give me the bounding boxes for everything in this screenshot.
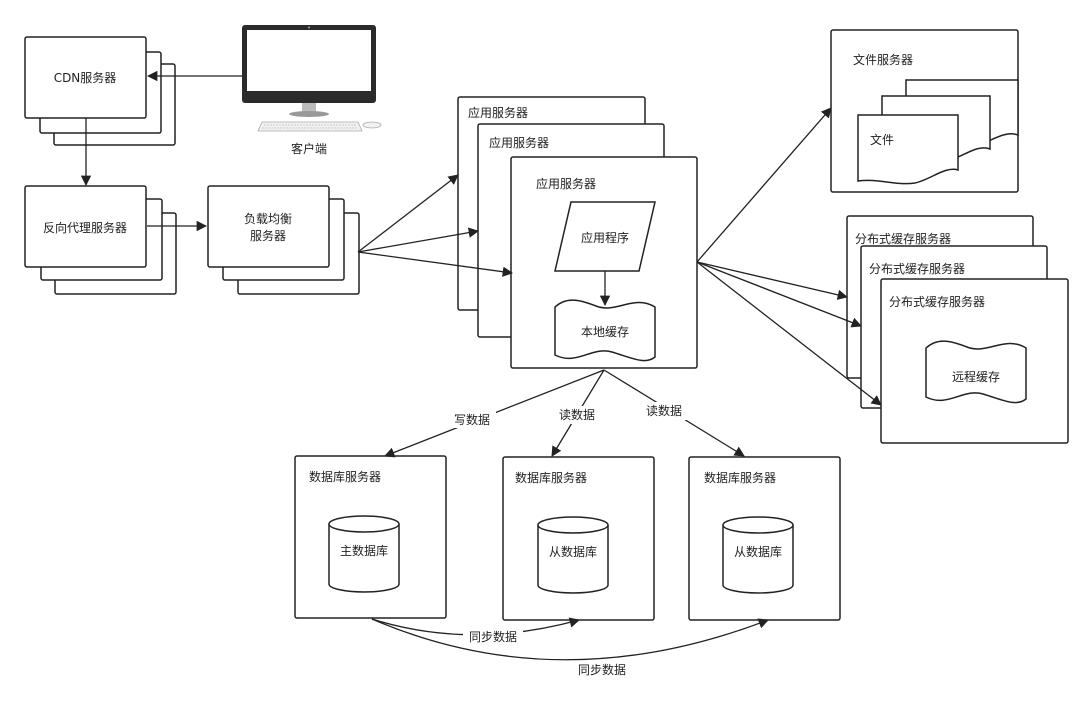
local-cache-label: 本地缓存: [581, 325, 629, 339]
edge-lb-app-middle: [357, 227, 480, 253]
slave2-db-label: 从数据库: [734, 544, 782, 559]
client-label: 客户端: [291, 141, 327, 156]
edge-app-file-server: [696, 107, 832, 263]
edge-app-cache-middle: [696, 261, 862, 328]
slave2-db-cylinder-icon: [722, 516, 794, 594]
distributed-cache-stack: [846, 215, 1069, 444]
edge-label-sync-2: 同步数据: [578, 662, 626, 677]
edge-app-cache-back: [696, 261, 849, 300]
edge-sync-slave2: [371, 618, 769, 661]
reverse-proxy-label: 反向代理服务器: [43, 220, 127, 235]
app-server-middle-label: 应用服务器: [489, 135, 549, 150]
load-balancer-label-1: 负载均衡: [244, 212, 292, 226]
distributed-cache-middle-label: 分布式缓存服务器: [869, 261, 965, 276]
cdn-server-stack: [24, 36, 176, 146]
edge-label-write: 写数据: [454, 412, 490, 427]
slave1-db-label: 从数据库: [549, 544, 597, 559]
edge-label-read-1: 读数据: [559, 407, 595, 422]
file-document-icon: [857, 79, 1019, 185]
app-server-front-label: 应用服务器: [536, 176, 596, 191]
edge-label-read-2: 读数据: [646, 403, 682, 418]
edge-lb-app-back: [357, 174, 459, 253]
app-program-shape: [554, 201, 656, 272]
slave1-db-server-label: 数据库服务器: [515, 470, 587, 485]
master-db-label: 主数据库: [340, 543, 388, 558]
master-db-server-label: 数据库服务器: [309, 469, 381, 484]
file-server-label: 文件服务器: [853, 52, 913, 67]
slave1-db-cylinder-icon: [537, 516, 609, 594]
client-computer-icon: [242, 25, 382, 132]
distributed-cache-front-label: 分布式缓存服务器: [889, 294, 985, 309]
remote-cache-label: 远程缓存: [952, 369, 1000, 384]
edge-app-cache-front: [696, 261, 882, 406]
distributed-cache-back-label: 分布式缓存服务器: [855, 231, 951, 246]
app-program-label: 应用程序: [581, 230, 629, 245]
app-server-back-label: 应用服务器: [468, 105, 528, 120]
local-cache-shape: [554, 299, 656, 362]
edge-label-sync-1: 同步数据: [469, 629, 517, 644]
load-balancer-box: [207, 185, 330, 268]
cdn-server-label: CDN服务器: [54, 70, 117, 85]
master-db-cylinder-icon: [328, 515, 400, 593]
load-balancer-label-2: 服务器: [250, 228, 286, 243]
edge-lb-app-front: [357, 251, 514, 277]
remote-cache-shape: [925, 340, 1027, 404]
slave2-db-server-label: 数据库服务器: [704, 470, 776, 485]
reverse-proxy-stack: [24, 185, 177, 295]
load-balancer-stack: [207, 185, 360, 295]
file-label: 文件: [870, 132, 894, 147]
